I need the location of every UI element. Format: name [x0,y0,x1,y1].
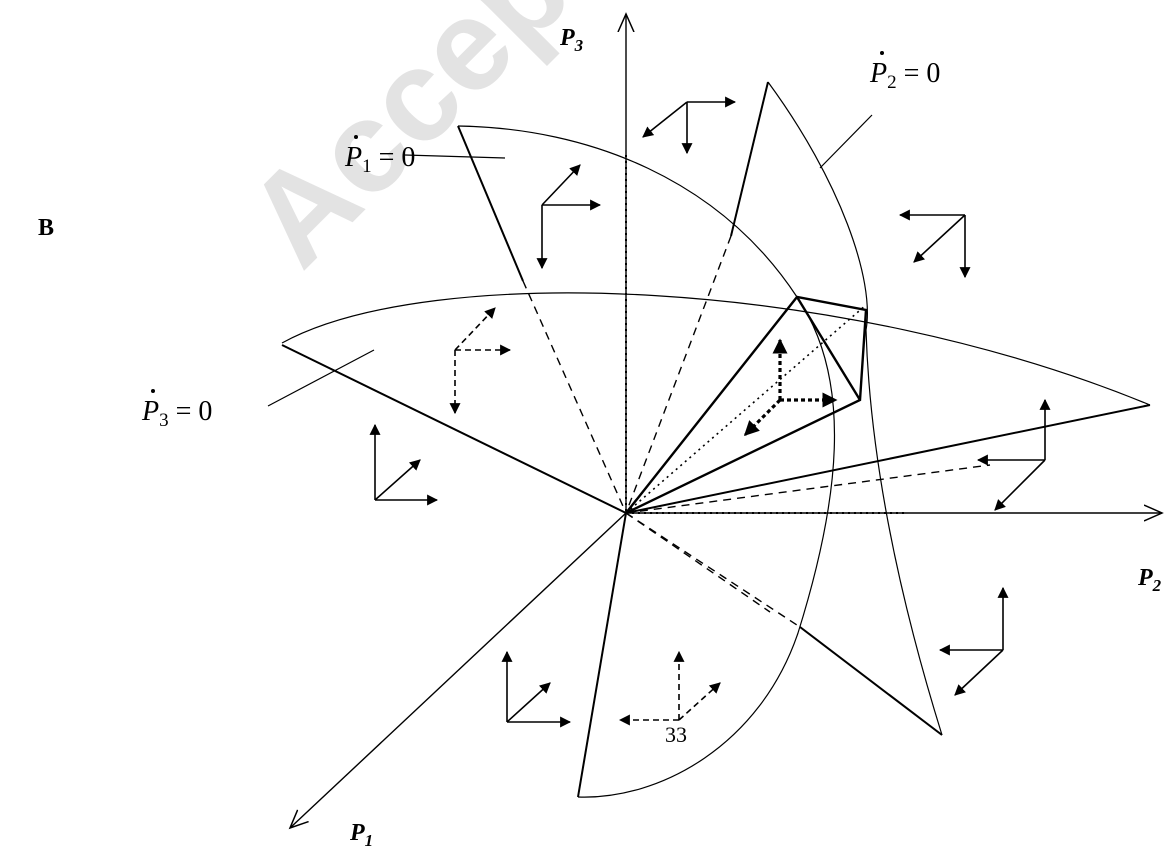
p2-nullcline-edge-top-hidden [625,235,732,514]
p2-leader-line [819,114,873,169]
vector-glyph-center [743,338,838,437]
equilibrium-region [625,295,868,515]
vector-glyph-top [642,96,737,155]
p3-nullcline-edge-left [281,344,627,514]
vector-glyph-left-dashed [449,307,512,415]
vector-glyph-lower-center-dashed [618,650,721,726]
p3-leader-line [267,349,375,407]
vector-glyph-lower-right [938,586,1009,696]
p3-nullcline-label: P3 = 0 [141,396,212,431]
p1-nullcline-label: P1 = 0 [344,142,415,177]
p2-axis-label: P2 [1137,565,1162,595]
label-leader-lines [267,114,873,407]
p2-nullcline-edge-bottom-solid [799,626,943,736]
panel-label: B [38,215,54,241]
p1-nullcline-edge-top [457,125,524,282]
vector-glyph-upper-right [898,209,971,279]
vector-glyph-lower-left [501,650,572,728]
page-number: 33 [665,722,687,747]
hidden-line-lower [625,512,771,613]
vector-glyph-upper-left [536,164,602,270]
p2-nullcline-edge-top [730,81,769,237]
nullcline-surfaces [281,81,1151,798]
equilibrium-region-diagonal [795,296,862,401]
p3-nullcline-edge-right [625,404,1151,514]
vector-glyphs [369,96,1051,728]
vector-glyph-right [976,398,1051,511]
dotted-diagonal-line [625,304,867,514]
vector-glyph-far-left [369,423,439,506]
p2-nullcline-edge-bottom [625,512,801,628]
p1-nullcline-edge-bottom [577,512,627,798]
p2-dot-accent [880,51,884,55]
p3-axis-label: P3 [559,25,584,55]
p1-nullcline-edge-top-hidden [522,280,627,514]
p3-nullcline-outline [281,292,1151,406]
p2-nullcline-outline [767,81,943,736]
p1-leader-line [404,154,506,159]
p3-dot-accent [151,389,155,393]
p1-axis [290,512,627,828]
p1-axis-label: P1 [349,820,373,847]
p1-dot-accent [354,135,358,139]
p2-nullcline-label: P2 = 0 [869,58,940,93]
accepted-watermark: Accepted [218,0,735,293]
hidden-line-right [625,464,991,514]
p1-nullcline-outline [457,125,836,798]
